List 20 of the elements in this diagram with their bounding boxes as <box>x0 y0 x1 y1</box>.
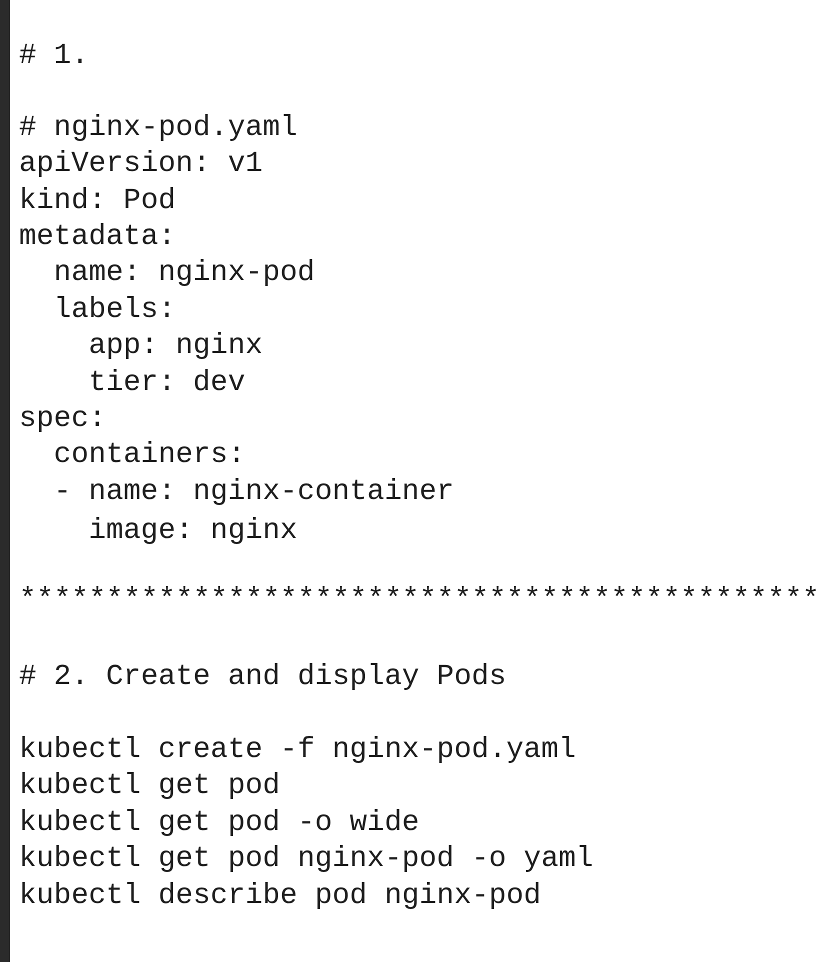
code-line: kubectl create -f nginx-pod.yaml <box>19 732 576 768</box>
code-line: kind: Pod <box>19 183 176 219</box>
code-line: labels: <box>54 292 176 328</box>
code-line: kubectl get pod nginx-pod -o yaml <box>19 841 594 877</box>
code-line: kubectl describe pod nginx-pod <box>19 878 542 914</box>
code-line: - name: nginx-container <box>54 474 454 510</box>
code-line: containers: <box>54 437 246 473</box>
code-line: metadata: <box>19 219 176 255</box>
code-line: # nginx-pod.yaml <box>19 110 298 146</box>
code-line: tier: dev <box>88 365 246 401</box>
code-line: image: nginx <box>88 513 298 549</box>
code-line: # 2. Create and display Pods <box>19 659 506 695</box>
code-line: spec: <box>19 401 106 437</box>
separator-line: ********************************************** <box>19 582 820 618</box>
code-line: apiVersion: v1 <box>19 146 263 182</box>
code-line: kubectl get pod <box>19 768 280 804</box>
code-line: app: nginx <box>88 328 263 364</box>
code-line: # 1. <box>19 38 89 74</box>
code-line: name: nginx-pod <box>54 255 315 291</box>
code-line: kubectl get pod -o wide <box>19 805 420 841</box>
